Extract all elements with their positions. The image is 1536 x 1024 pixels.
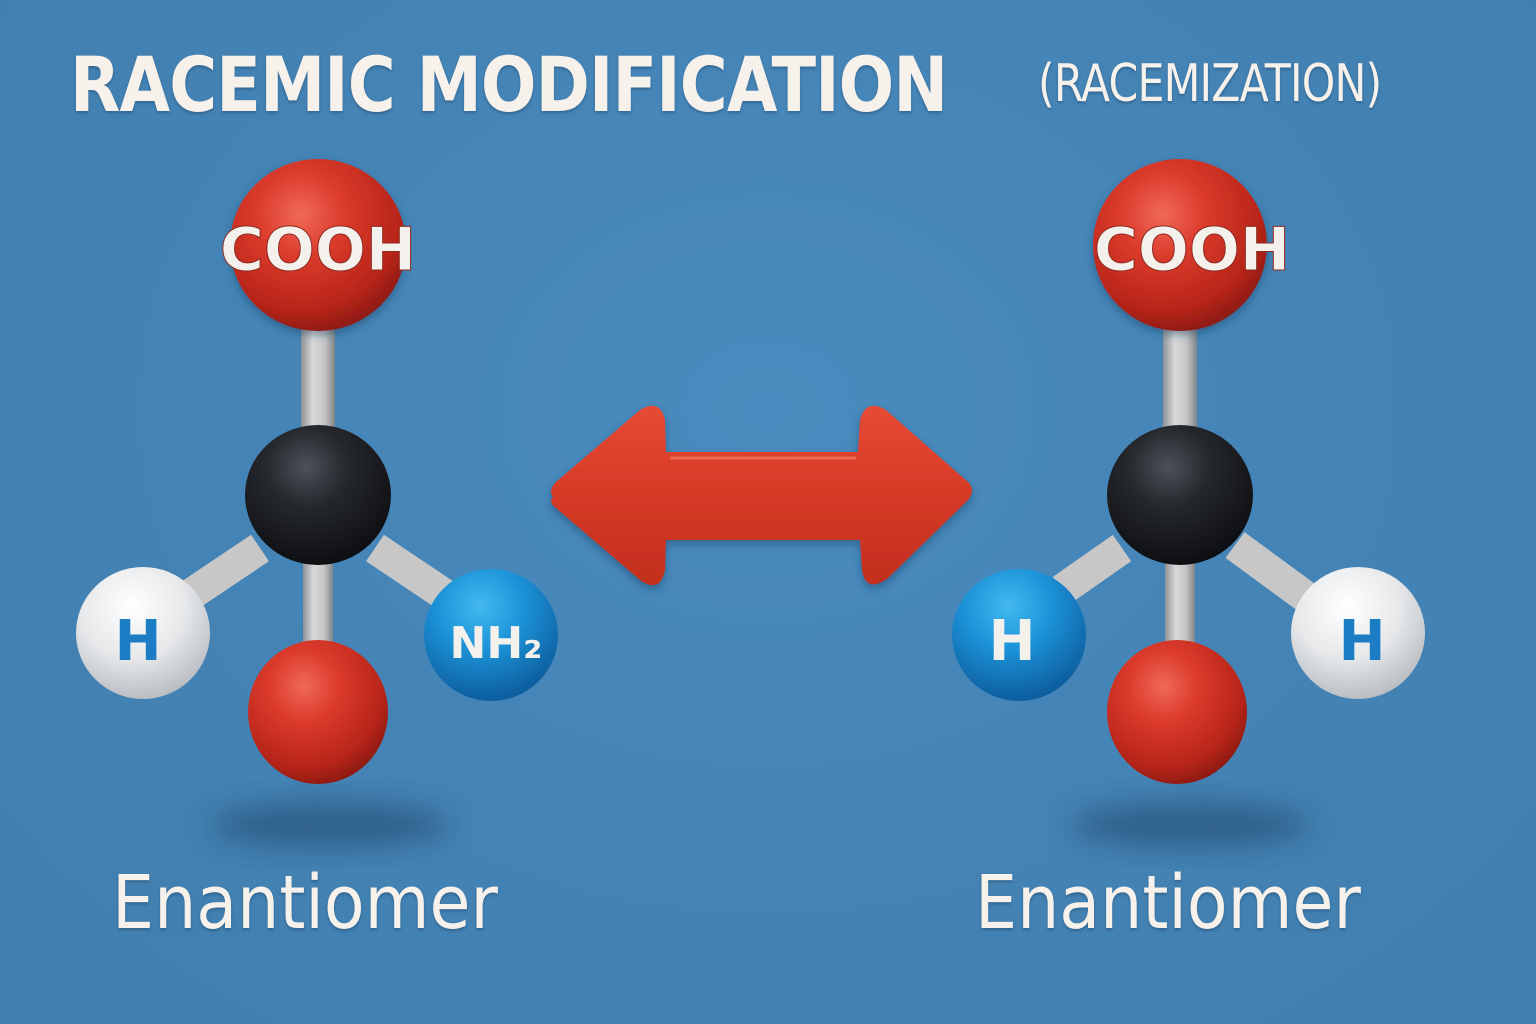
diagram-title: RACEMIC MODIFICATION (RACEMIZATION) (70, 40, 1382, 129)
right-molecule: COOH H H (952, 159, 1425, 784)
double-headed-arrow (551, 405, 972, 586)
bond-left (181, 534, 269, 609)
cooh-atom (1093, 159, 1267, 331)
left-enantiomer-label: Enantiomer (112, 860, 498, 946)
right-molecule-shadow (1070, 803, 1310, 847)
bond-right (1225, 532, 1320, 613)
hydrogen-atom (76, 567, 210, 699)
title-subtitle: (RACEMIZATION) (1038, 54, 1382, 114)
amine-atom (424, 569, 558, 701)
cooh-label: COOH (220, 215, 416, 285)
amine-label: NH₂ (450, 618, 543, 669)
left-molecule: COOH H NH₂ (76, 159, 558, 784)
right-enantiomer-label: Enantiomer (975, 860, 1361, 946)
hydrogen-atom-white (1291, 567, 1425, 699)
hydrogen-label-blue: H (989, 609, 1036, 674)
hydrogen-atom-blue (952, 569, 1086, 701)
bond-left (1052, 534, 1132, 604)
bottom-red-atom (248, 640, 388, 784)
left-molecule-shadow (210, 803, 450, 847)
carbon-atom (1107, 425, 1253, 565)
bond-right (366, 534, 454, 609)
arrow-shape (551, 405, 972, 586)
carbon-atom (245, 425, 391, 565)
cooh-atom (230, 159, 406, 331)
hydrogen-label-white: H (1339, 609, 1386, 674)
hydrogen-label: H (115, 609, 162, 674)
cooh-label: COOH (1094, 215, 1290, 285)
title-main: RACEMIC MODIFICATION (70, 40, 948, 129)
bottom-red-atom (1107, 640, 1247, 784)
